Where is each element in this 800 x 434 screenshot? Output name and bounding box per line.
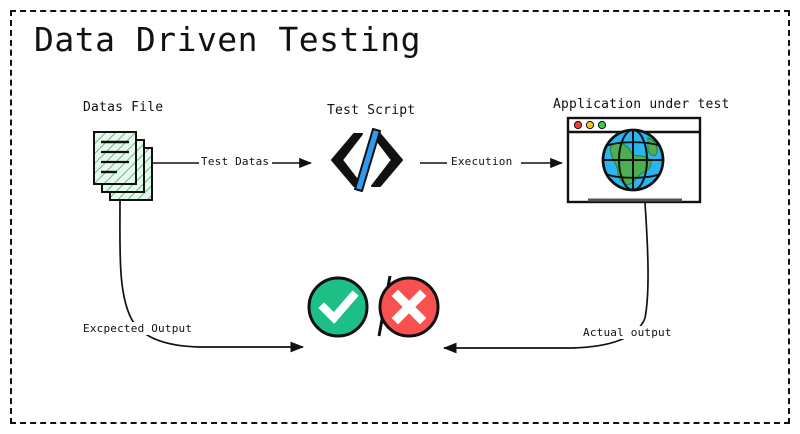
globe-icon: [601, 128, 665, 192]
edge-label-test-datas: Test Datas: [199, 155, 272, 168]
edge-actual-output: [442, 202, 649, 354]
edge-label-execution: Execution: [449, 155, 515, 168]
node-label-datas-file: Datas File: [83, 100, 164, 115]
edge-label-actual-output: Actual output: [581, 326, 674, 339]
edge-label-expected-output: Excpected Output: [81, 322, 195, 335]
pass-circle: [307, 276, 369, 338]
cross-mark-icon: [391, 289, 427, 325]
titlebar-dot-red: [573, 120, 583, 130]
stacked-documents-icon: [93, 131, 153, 201]
page-title: Data Driven Testing: [34, 20, 421, 59]
browser-window-globe-icon: [566, 116, 702, 204]
check-cross-icon: [307, 275, 440, 338]
node-label-application-under-test: Application under test: [553, 97, 730, 112]
titlebar-dot-yellow: [585, 120, 595, 130]
node-label-test-script: Test Script: [327, 103, 416, 118]
titlebar-dot-green: [597, 120, 607, 130]
check-mark-icon: [318, 290, 359, 324]
code-brackets-icon: [331, 128, 403, 192]
